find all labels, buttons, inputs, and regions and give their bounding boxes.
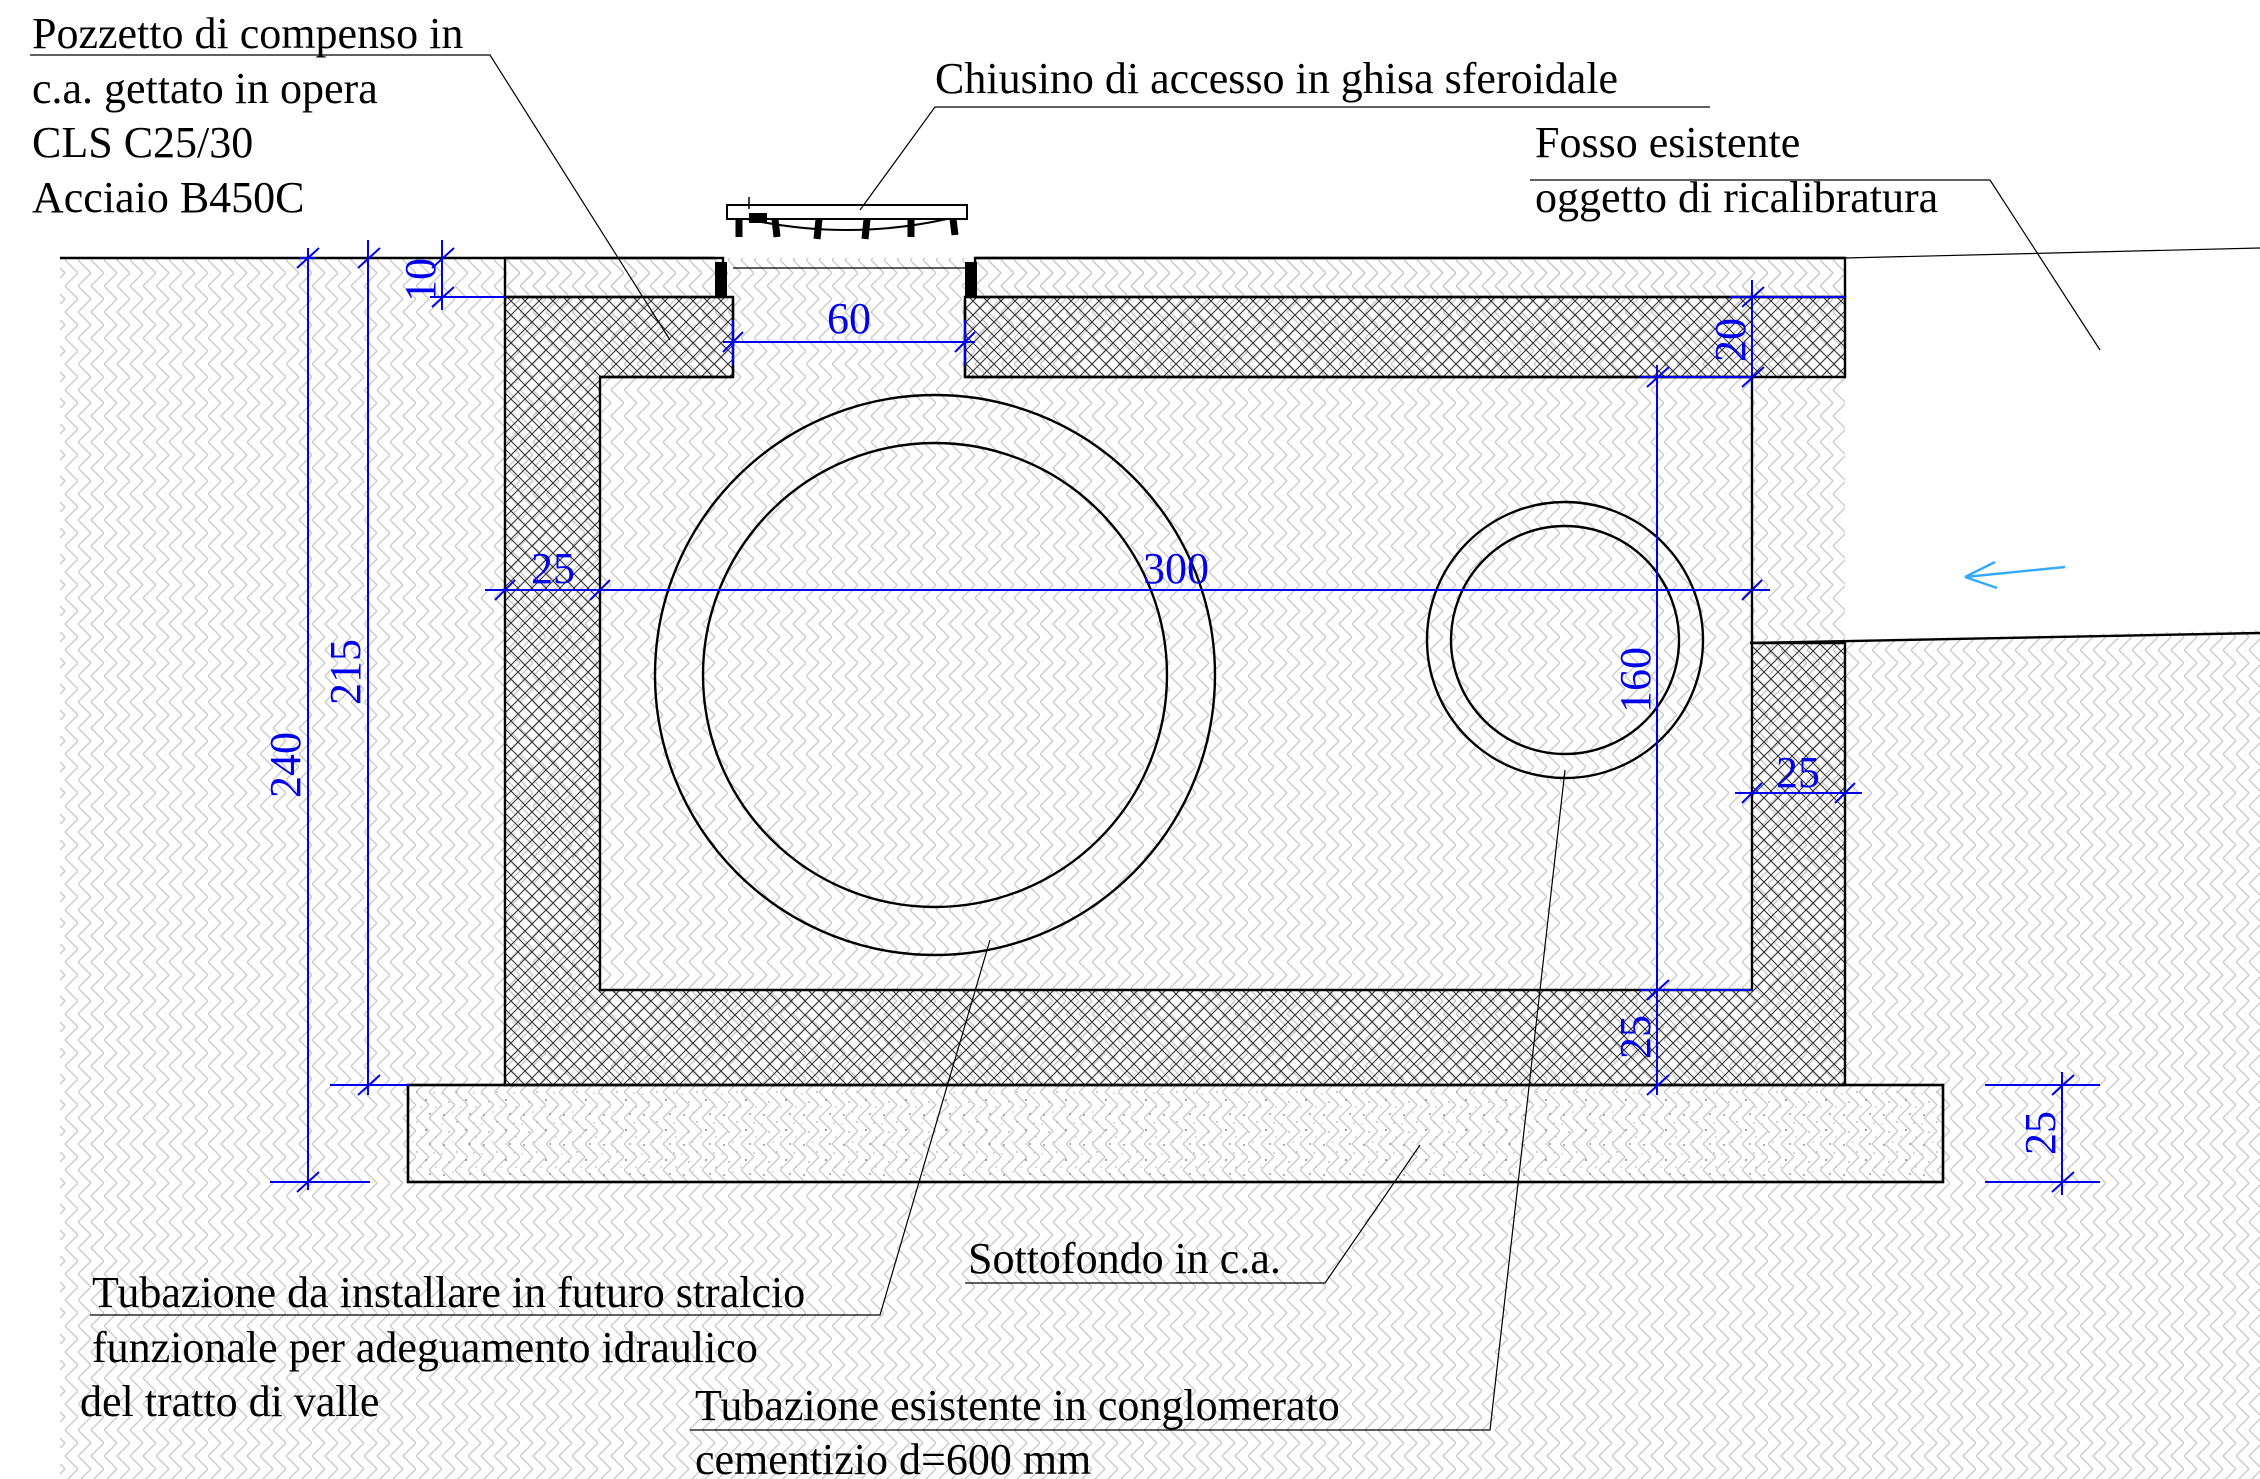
top-layer xyxy=(503,256,725,299)
dim-inner-height: 215 xyxy=(321,240,410,1096)
dim-opening-width: 60 xyxy=(722,294,976,365)
label-pozzetto-4: Acciaio B450C xyxy=(32,173,305,222)
label-tubazione-esistente-1: Tubazione esistente in conglomerato xyxy=(695,1381,1340,1430)
base-slab xyxy=(406,1083,1945,1184)
svg-text:10: 10 xyxy=(396,258,445,302)
label-sottofondo: Sottofondo in c.a. xyxy=(968,1234,1281,1283)
dim-top-slab: 20 xyxy=(1706,280,1845,390)
svg-text:300: 300 xyxy=(1143,544,1209,593)
cover-frame-left xyxy=(715,262,727,298)
cover-frame-right xyxy=(965,262,977,298)
svg-text:215: 215 xyxy=(321,639,370,705)
label-tubazione-futura-2: funzionale per adeguamento idraulico xyxy=(92,1323,758,1372)
label-tubazione-esistente-2: cementizio d=600 mm xyxy=(695,1435,1091,1479)
future-pipe-outer xyxy=(653,393,1217,957)
dim-base-thickness: 25 xyxy=(1985,1072,2100,1195)
label-tubazione-futura-1: Tubazione da installare in futuro stralc… xyxy=(92,1268,805,1317)
label-fosso-1: Fosso esistente xyxy=(1535,118,1800,167)
dim-total-height: 240 xyxy=(261,247,370,1193)
manhole-cover-icon xyxy=(726,197,968,240)
leader-fosso xyxy=(1530,179,2101,351)
dim-width-line: 25 300 xyxy=(485,544,1770,601)
fosso-bottom-line xyxy=(1749,631,2260,645)
leader-chiusino xyxy=(859,106,1710,211)
fosso-clear-area xyxy=(1845,240,2260,640)
existing-pipe-outer xyxy=(1425,500,1705,780)
top-layer-right xyxy=(973,256,1847,299)
svg-text:25: 25 xyxy=(1611,1015,1660,1059)
label-chiusino: Chiusino di accesso in ghisa sferoidale xyxy=(935,54,1618,103)
leader-pozzetto xyxy=(30,54,671,341)
label-fosso-2: oggetto di ricalibratura xyxy=(1535,173,1938,222)
fosso-edge-line xyxy=(1844,247,2260,259)
label-pozzetto-3: CLS C25/30 xyxy=(32,118,253,167)
svg-text:25: 25 xyxy=(2016,1111,2065,1155)
svg-text:240: 240 xyxy=(261,732,310,798)
dim-inner-clear-height: 160 25 xyxy=(1611,365,1752,1096)
existing-pipe-inner xyxy=(1449,524,1681,756)
future-pipe-inner xyxy=(701,441,1169,909)
leader-sottofondo xyxy=(965,1144,1421,1284)
svg-text:160: 160 xyxy=(1611,647,1660,713)
label-pozzetto-2: c.a. gettato in opera xyxy=(32,64,378,113)
svg-text:60: 60 xyxy=(827,294,871,343)
arrow-left-icon xyxy=(1964,560,2066,590)
leader-tubazione-esistente xyxy=(690,769,1566,1431)
soil-right-fill xyxy=(1750,630,2260,1479)
label-pozzetto-1: Pozzetto di compenso in xyxy=(32,9,463,58)
label-tubazione-futura-3: del tratto di valle xyxy=(80,1377,379,1426)
dim-right-wall: 25 xyxy=(1735,748,1862,804)
svg-text:25: 25 xyxy=(1776,748,1820,797)
svg-text:25: 25 xyxy=(531,544,575,593)
svg-text:20: 20 xyxy=(1706,318,1755,362)
dim-cover-offset: 10 xyxy=(396,240,505,310)
leader-tubazione-futura xyxy=(90,939,991,1316)
